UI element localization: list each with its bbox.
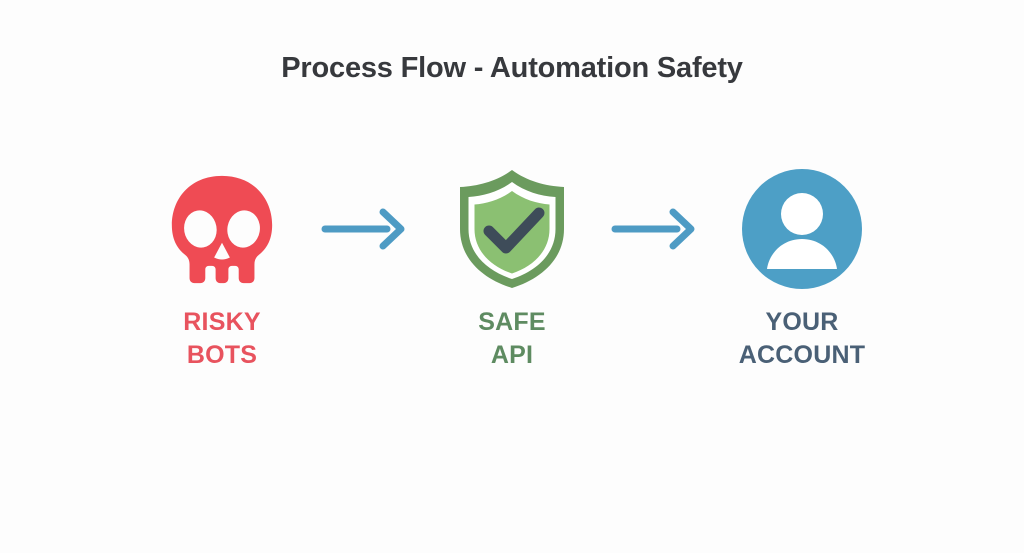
arrow-right-icon (611, 208, 695, 250)
user-avatar-icon-wrap (741, 168, 863, 290)
shield-check-icon (460, 170, 564, 288)
skull-nose (214, 242, 230, 260)
label-line-2: API (490, 341, 534, 369)
flow-connector-2 (605, 168, 709, 290)
user-avatar-icon (742, 169, 862, 289)
label-line-1: YOUR (765, 308, 839, 336)
shield-check-icon-wrap (451, 168, 573, 290)
check-icon (483, 207, 545, 254)
flow-connector-1 (315, 168, 419, 290)
skull-eye-left (184, 210, 217, 248)
skull-icon-wrap (163, 168, 281, 290)
flow-node-safe-api[interactable]: SAFE API (419, 168, 605, 372)
label-line-1: SAFE (478, 308, 546, 336)
label-line-1: RISKY (183, 308, 261, 336)
label-line-2: BOTS (186, 341, 258, 369)
arrow-right-icon (321, 208, 405, 250)
label-line-2: ACCOUNT (738, 341, 866, 369)
flow-node-label-risky-bots: RISKY BOTS (183, 306, 260, 372)
avatar-body (767, 239, 837, 269)
flow-node-risky-bots[interactable]: RISKY BOTS (129, 168, 315, 372)
flow-node-label-safe-api: SAFE API (478, 306, 545, 372)
flow-node-label-your-account: YOUR ACCOUNT (739, 306, 865, 372)
process-flow-row: RISKY BOTS (0, 168, 1024, 388)
skull-icon (171, 175, 273, 284)
page-title: Process Flow - Automation Safety (281, 52, 743, 84)
flow-node-your-account[interactable]: YOUR ACCOUNT (709, 168, 895, 372)
avatar-head (781, 193, 823, 235)
skull-eye-right (227, 210, 260, 248)
